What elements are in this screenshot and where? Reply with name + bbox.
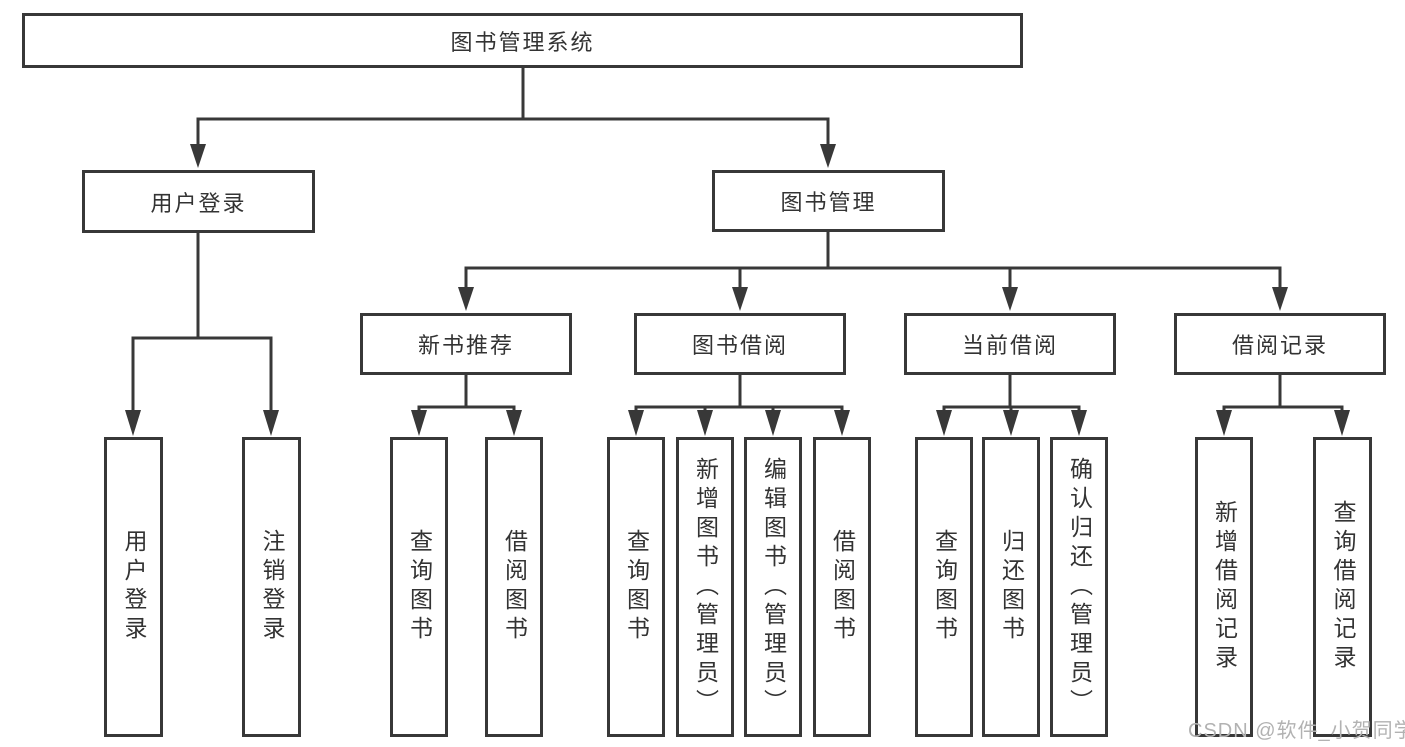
leaf-logout: 注销登录 xyxy=(242,437,301,737)
node-user-login: 用户登录 xyxy=(82,170,315,233)
leaf-add-book-admin: 新增图书（管理员） xyxy=(676,437,734,737)
root-node-library-system: 图书管理系统 xyxy=(22,13,1023,68)
leaf-borrow-books: 借阅图书 xyxy=(813,437,871,737)
leaf-query-borrow-record: 查询借阅记录 xyxy=(1313,437,1372,737)
arrowheads xyxy=(125,144,1350,436)
leaf-return-book: 归还图书 xyxy=(982,437,1040,737)
leaf-query-books-borrowing: 查询图书 xyxy=(607,437,665,737)
node-book-borrowing: 图书借阅 xyxy=(634,313,846,375)
leaf-add-borrow-record: 新增借阅记录 xyxy=(1195,437,1253,737)
leaf-borrow-books-recommend: 借阅图书 xyxy=(485,437,543,737)
leaf-user-login: 用户登录 xyxy=(104,437,163,737)
node-new-book-recommend: 新书推荐 xyxy=(360,313,572,375)
leaf-query-books-current: 查询图书 xyxy=(915,437,973,737)
node-borrowing-records: 借阅记录 xyxy=(1174,313,1386,375)
leaf-edit-book-admin: 编辑图书（管理员） xyxy=(744,437,802,737)
node-current-borrowing: 当前借阅 xyxy=(904,313,1116,375)
node-book-management: 图书管理 xyxy=(712,170,945,232)
leaf-query-books-recommend: 查询图书 xyxy=(390,437,448,737)
leaf-confirm-return-admin: 确认归还（管理员） xyxy=(1050,437,1108,737)
